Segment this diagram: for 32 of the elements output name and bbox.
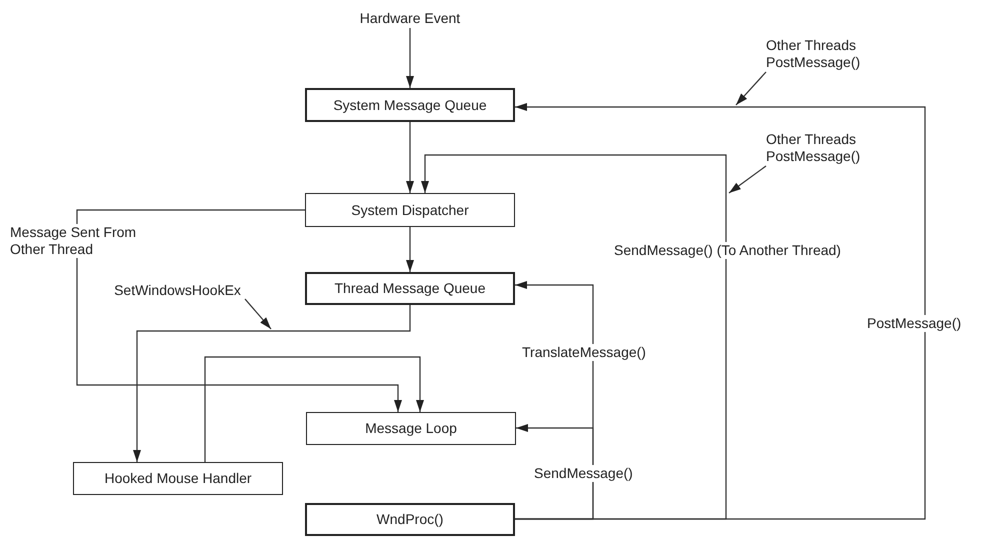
- edge-label: SendMessage(): [532, 465, 635, 482]
- annotation-text: SetWindowsHookEx: [110, 281, 245, 299]
- process-box: [305, 272, 515, 305]
- leader-arrow: [728, 166, 766, 194]
- box-label: System Message Queue: [333, 96, 487, 114]
- process-box: [305, 503, 515, 536]
- connector-arrow: [406, 28, 414, 88]
- connector-arrow: [76, 209, 402, 412]
- connector-arrow: [133, 305, 411, 462]
- annotation-text: Hardware Event: [355, 8, 465, 28]
- connector-arrow: [204, 356, 424, 462]
- box-label: WndProc(): [376, 511, 444, 528]
- connector-arrow: [515, 103, 926, 520]
- connector-arrow: [515, 424, 594, 520]
- leader-arrow: [736, 72, 766, 106]
- connector-arrow: [406, 122, 414, 193]
- edge-label: SendMessage() (To Another Thread): [612, 242, 843, 259]
- connector-arrow: [421, 154, 727, 520]
- leader-arrow: [244, 298, 272, 330]
- box-label: Thread Message Queue: [334, 280, 486, 297]
- connector-arrow: [406, 227, 414, 272]
- annotation-text: Other Threads PostMessage(): [766, 36, 896, 72]
- box-label: Hooked Mouse Handler: [104, 470, 252, 487]
- process-box: [306, 412, 516, 445]
- annotation-text: Other Threads PostMessage(): [766, 130, 896, 166]
- process-box: [73, 462, 283, 495]
- box-label: System Dispatcher: [351, 202, 469, 218]
- edge-label: TranslateMessage(): [520, 344, 648, 361]
- box-label: Message Loop: [365, 420, 457, 437]
- process-box: [305, 193, 515, 227]
- process-box: [305, 88, 515, 122]
- edge-label: PostMessage(): [865, 315, 964, 332]
